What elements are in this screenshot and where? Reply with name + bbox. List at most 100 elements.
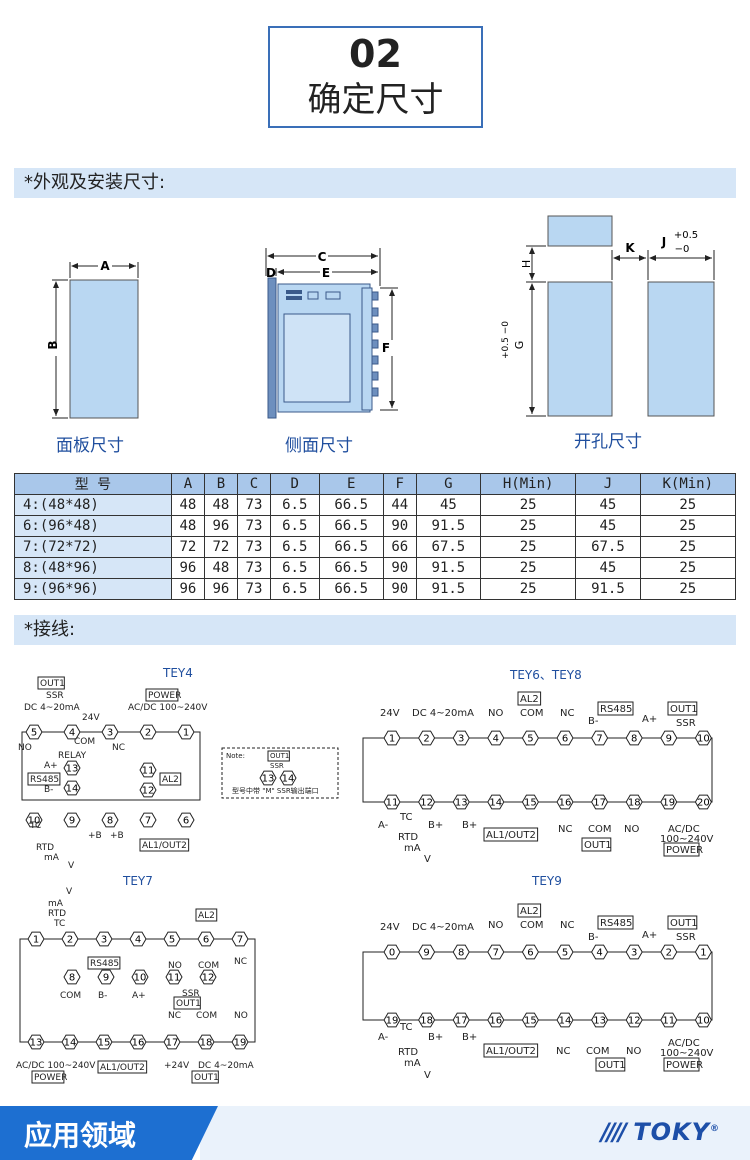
svg-text:5: 5: [169, 935, 175, 946]
table-cell: 25: [479, 578, 577, 600]
table-cell: 6:(96*48): [14, 515, 172, 537]
svg-text:4: 4: [69, 728, 75, 739]
svg-text:20: 20: [697, 798, 710, 809]
table-cell: 91.5: [415, 578, 481, 600]
wiring-label: B-: [588, 932, 599, 943]
svg-text:4: 4: [135, 935, 141, 946]
table-cell: 6.5: [269, 578, 320, 600]
wiring-label: AL1/OUT2: [100, 1063, 145, 1073]
svg-text:3: 3: [101, 935, 107, 946]
terminal-2: 2: [139, 724, 157, 740]
wiring-label: SSR: [676, 718, 696, 729]
svg-text:17: 17: [455, 1016, 468, 1027]
terminal-14: 14: [487, 794, 505, 810]
terminal-10: 10: [694, 1012, 712, 1028]
svg-text:15: 15: [98, 1038, 111, 1049]
wiring-label: NC: [234, 957, 247, 967]
terminal-13: 13: [452, 794, 470, 810]
terminal-1: 1: [694, 944, 712, 960]
table-cell: 96: [170, 578, 205, 600]
terminal-12: 12: [199, 969, 217, 985]
svg-text:14: 14: [66, 784, 79, 795]
side-caption: 侧面尺寸: [285, 436, 353, 456]
svg-text:5: 5: [527, 734, 533, 745]
svg-text:2: 2: [67, 935, 73, 946]
terminal-13: 13: [591, 1012, 609, 1028]
terminal-6: 6: [556, 730, 574, 746]
table-cell: 25: [639, 515, 737, 537]
wiring-label: AL1/OUT2: [486, 830, 536, 841]
wiring-label: V: [424, 1070, 431, 1081]
table-cell: 25: [639, 557, 737, 579]
terminal-16: 16: [487, 1012, 505, 1028]
terminal-16: 16: [129, 1034, 147, 1050]
wiring-label: RTD: [48, 909, 66, 919]
terminal-5: 5: [521, 730, 539, 746]
terminal-19: 19: [383, 1012, 401, 1028]
wiring-label: POWER: [666, 845, 703, 856]
wiring-label: SSR: [46, 691, 64, 701]
table-header-cell: D: [269, 473, 320, 495]
svg-text:11: 11: [168, 973, 181, 984]
dimension-drawings: A B C E D F H G +0.5 −0 K J +0.5 −0: [46, 215, 715, 419]
wiring-label: COM: [60, 991, 81, 1001]
wiring-label: +24V: [164, 1061, 190, 1071]
table-cell: 73: [236, 557, 271, 579]
svg-text:16: 16: [489, 1016, 502, 1027]
wiring-label: V: [68, 861, 75, 871]
footer-banner: 应用领域 //// TOKY®: [0, 1106, 750, 1160]
table-cell: 25: [639, 494, 737, 516]
svg-text:13: 13: [66, 764, 79, 775]
svg-text:10: 10: [697, 734, 710, 745]
wiring-label: B+: [428, 1032, 443, 1043]
wiring-label: COM: [586, 1046, 609, 1057]
wiring-label: AL2: [520, 906, 539, 917]
terminal-2: 2: [418, 730, 436, 746]
svg-text:8: 8: [69, 973, 75, 984]
wiring-label: V: [66, 887, 73, 897]
table-cell: 73: [236, 515, 271, 537]
table-cell: 25: [479, 536, 577, 558]
table-header-cell: F: [382, 473, 417, 495]
table-cell: 6.5: [269, 536, 320, 558]
svg-text:14: 14: [282, 774, 295, 785]
svg-text:7: 7: [596, 734, 602, 745]
wiring-label: B-: [98, 991, 107, 1001]
table-cell: 48: [170, 494, 205, 516]
wiring-label: POWER: [666, 1060, 703, 1071]
wiring-label: A+: [642, 714, 657, 725]
terminal-15: 15: [95, 1034, 113, 1050]
svg-text:D: D: [266, 266, 276, 280]
terminal-4: 4: [591, 944, 609, 960]
table-cell: 66.5: [318, 578, 384, 600]
wiring-label: RTD: [398, 832, 418, 843]
wiring-label: B+: [428, 820, 443, 831]
table-cell: 6.5: [269, 557, 320, 579]
wiring-label: NO: [234, 1011, 248, 1021]
terminal-9: 9: [660, 730, 678, 746]
svg-text:3: 3: [631, 948, 637, 959]
terminal-9: 9: [418, 944, 436, 960]
terminal-0: 0: [383, 944, 401, 960]
terminal-2: 2: [61, 931, 79, 947]
svg-text:11: 11: [662, 1016, 675, 1027]
side-bezel: [267, 277, 277, 419]
panel-caption: 面板尺寸: [56, 436, 124, 456]
terminal-13: 13: [63, 760, 81, 776]
svg-text:+0.5: +0.5: [674, 230, 698, 241]
wiring-label: OUT1: [194, 1073, 219, 1083]
terminal-16: 16: [556, 794, 574, 810]
svg-text:19: 19: [386, 1016, 399, 1027]
wiring-label: AL2: [162, 775, 179, 785]
terminal-18: 18: [418, 1012, 436, 1028]
terminal-15: 15: [521, 794, 539, 810]
table-cell: 45: [575, 557, 641, 579]
svg-text:C: C: [318, 250, 327, 264]
panel-front-shape: [69, 279, 139, 419]
svg-text:15: 15: [524, 798, 537, 809]
svg-text:3: 3: [107, 728, 113, 739]
table-header-cell: 型 号: [14, 473, 172, 495]
